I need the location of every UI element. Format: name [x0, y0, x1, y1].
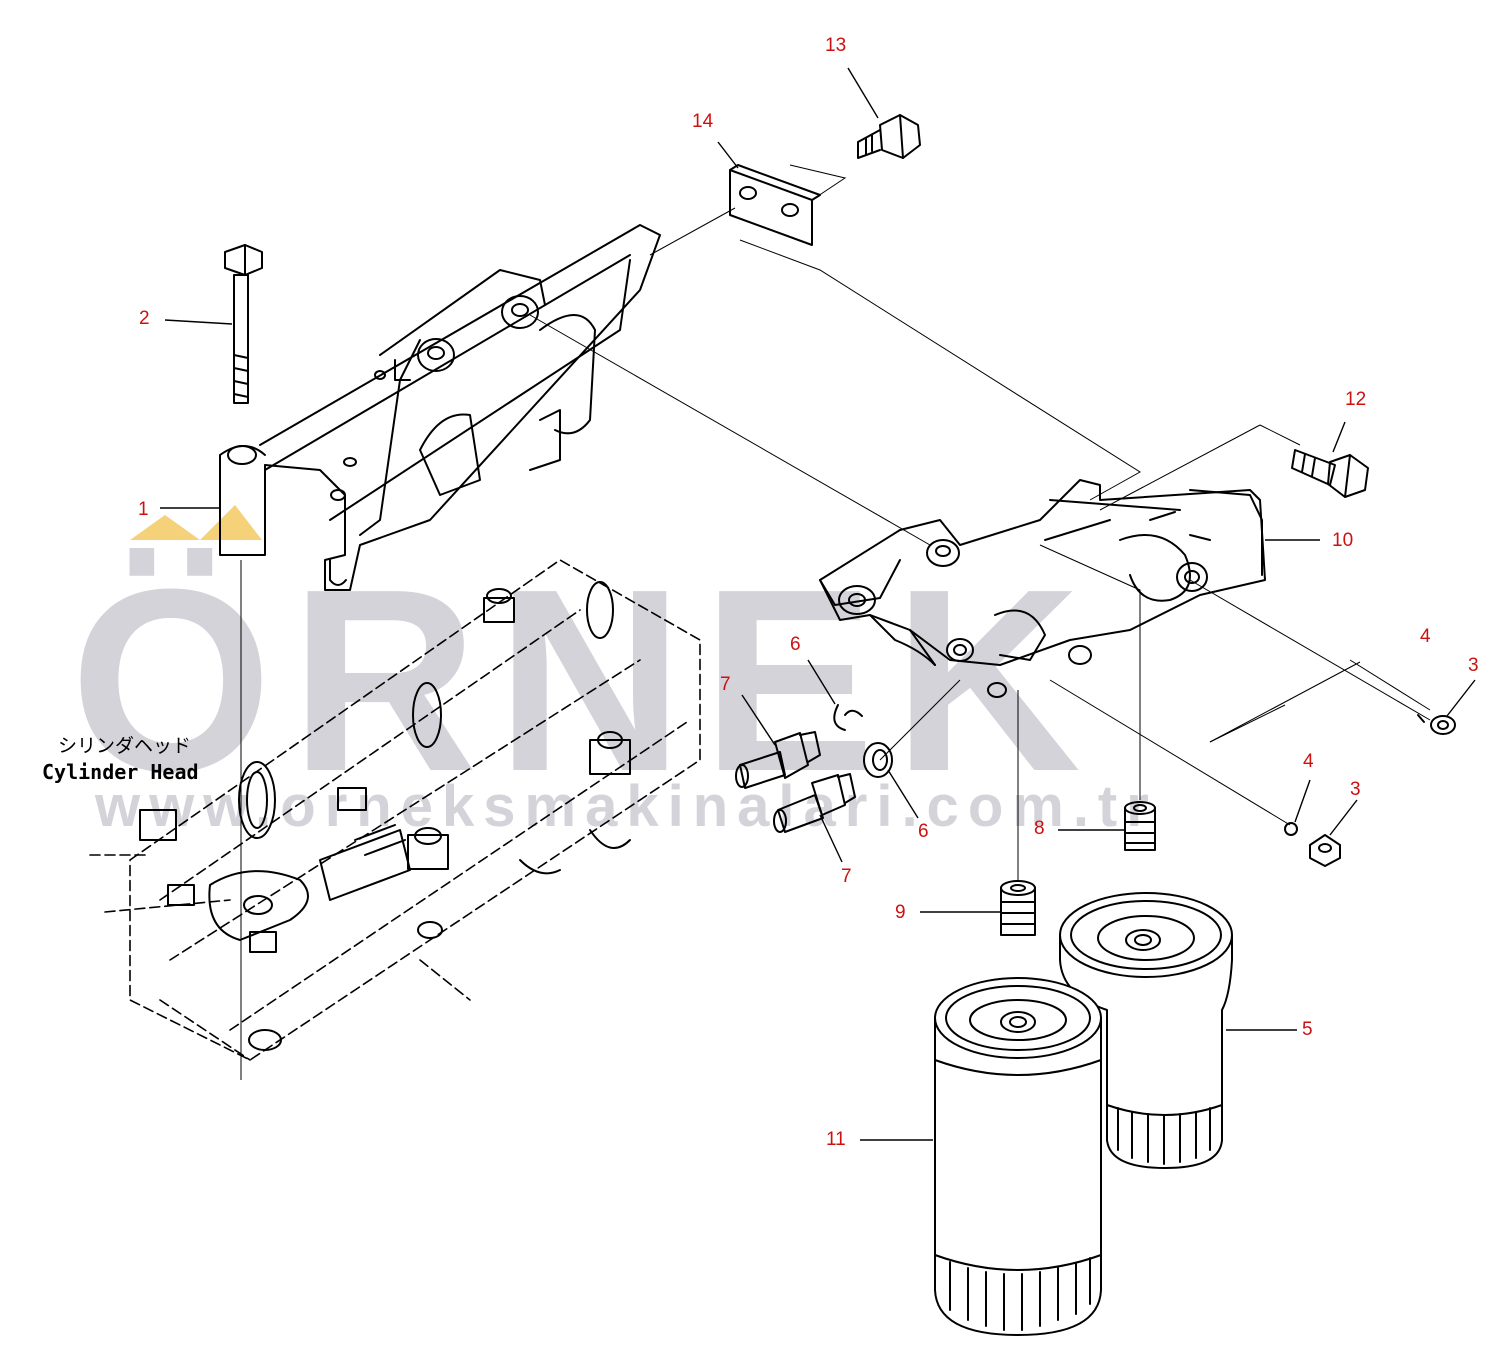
part-3-plug-lower — [1309, 834, 1341, 867]
watermark-accent-left — [130, 515, 200, 540]
part-9-nipple — [1000, 880, 1036, 936]
callout-7-upper: 7 — [720, 674, 731, 695]
callout-14: 14 — [692, 111, 714, 132]
part-3-plug-upper — [1430, 715, 1456, 735]
cylinder-head-label-en: Cylinder Head — [42, 760, 199, 784]
part-4-o-ring-lower — [1284, 822, 1298, 836]
part-1-bracket — [219, 224, 661, 591]
callout-3-upper: 3 — [1468, 655, 1479, 676]
watermark-url: www.orneksmakinalari.com.tr — [94, 774, 1158, 839]
part-7-fitting-lower — [773, 773, 856, 833]
part-6-washer-upper — [833, 704, 863, 731]
watermark: ÖRNEK www.orneksmakinalari.com.tr — [70, 505, 1158, 839]
part-8-nipple — [1124, 801, 1156, 851]
part-12-bolt — [1291, 449, 1369, 498]
callout-7-lower: 7 — [841, 866, 852, 887]
part-14-plate — [729, 164, 821, 246]
part-10-filter-head — [819, 479, 1266, 698]
callout-4-lower: 4 — [1303, 751, 1314, 772]
callout-13: 13 — [825, 35, 846, 56]
part-13-bolt — [857, 114, 921, 159]
part-6-washer-lower — [863, 742, 893, 778]
callout-10: 10 — [1332, 530, 1353, 551]
cylinder-head-label-jp: シリンダヘッド — [58, 735, 191, 757]
watermark-brand: ÖRNEK — [70, 536, 1099, 826]
callout-leaders — [160, 67, 1476, 1141]
part-2-bolt — [224, 244, 263, 404]
watermark-accent-right — [200, 505, 262, 540]
part-7-fitting-upper — [735, 731, 821, 789]
cylinder-head-details — [139, 581, 631, 1051]
callout-11: 11 — [826, 1129, 846, 1150]
callout-6-upper: 6 — [790, 634, 801, 655]
part-4-o-ring-upper — [1417, 714, 1425, 723]
callout-4-upper: 4 — [1420, 626, 1431, 647]
callout-5: 5 — [1302, 1019, 1313, 1040]
assembly-lines — [240, 164, 1431, 1080]
callout-1: 1 — [138, 499, 149, 520]
callout-3-lower: 3 — [1350, 779, 1361, 800]
callout-12: 12 — [1345, 389, 1366, 410]
part-11-filter-front — [934, 977, 1102, 1336]
callout-8: 8 — [1034, 818, 1045, 839]
callout-6-lower: 6 — [918, 821, 929, 842]
callout-numbers: 1 2 3 3 4 4 5 6 6 7 7 8 9 10 11 12 13 14 — [138, 35, 1479, 1150]
cylinder-head-labels: シリンダヘッド Cylinder Head — [42, 735, 199, 784]
callout-2: 2 — [139, 308, 150, 329]
callout-9: 9 — [895, 902, 906, 923]
